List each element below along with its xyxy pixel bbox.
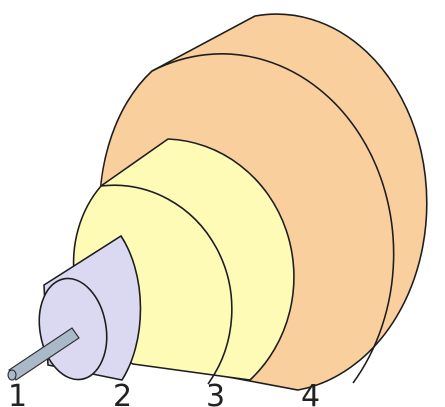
label-3: 3 [206,379,225,407]
label-2: 2 [113,379,132,407]
label-1: 1 [8,379,27,407]
layer-1-core [7,327,80,381]
core-tip [7,369,17,381]
buffer-edge [100,184,233,385]
core-rod [8,327,80,381]
layer-2-cladding [38,234,142,381]
label-4: 4 [301,379,320,407]
jacket-edge [151,53,395,384]
